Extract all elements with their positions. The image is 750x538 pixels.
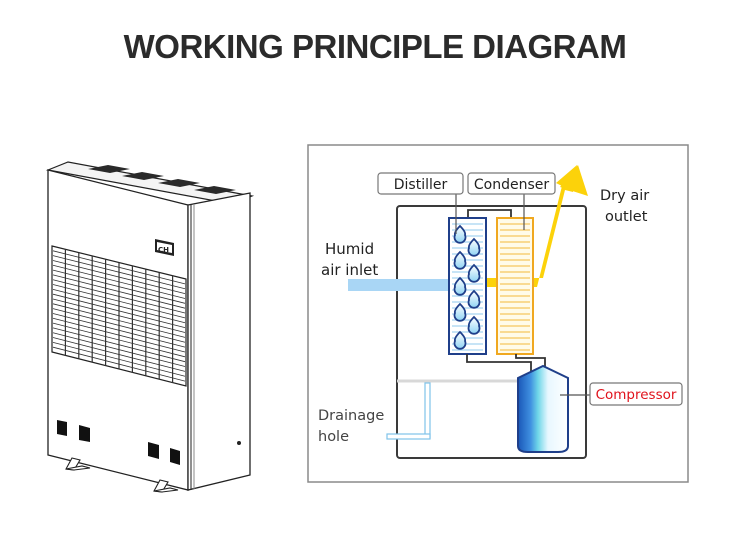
- water-drop-icon: [467, 263, 481, 283]
- condenser-label-box: [467, 172, 556, 195]
- water-drop-icon: [467, 315, 481, 335]
- distiller-coil: [448, 217, 487, 355]
- compressor-label: Compressor: [596, 387, 677, 403]
- humid-air-label-line1: Humid: [325, 240, 374, 258]
- page-title: WORKING PRINCIPLE DIAGRAM: [123, 28, 627, 65]
- grille-slats: [52, 249, 186, 383]
- principle-diagram: Distiller Condenser Dry air outlet Humid…: [307, 144, 689, 483]
- water-drop-icon: [453, 276, 467, 296]
- humid-air-flow: [348, 279, 450, 291]
- refrigerant-pipe: [515, 354, 546, 368]
- humid-air-label-line2: air inlet: [321, 261, 378, 279]
- machine-box: [396, 205, 587, 459]
- bottom-vents: [57, 420, 180, 465]
- distiller-label: Distiller: [394, 177, 448, 193]
- water-drop-icon: [453, 330, 467, 350]
- drainage-label-line1: Drainage: [318, 408, 384, 424]
- brand-logo: CH: [155, 239, 174, 256]
- distiller-label-box: [377, 172, 464, 195]
- dry-air-arrow: [487, 165, 588, 287]
- refrigerant-pipe: [466, 354, 532, 372]
- top-vents: [88, 165, 236, 194]
- water-drop-icon: [467, 289, 481, 309]
- dry-air-label-line2: outlet: [605, 209, 648, 225]
- unit-side-face: [187, 192, 251, 491]
- logo-text: CH: [158, 246, 169, 254]
- unit-feet: [65, 457, 179, 493]
- water-drop-icon: [453, 250, 467, 270]
- water-drop-icon: [467, 237, 481, 257]
- drainage-label-line2: hole: [318, 429, 349, 445]
- dehumidifier-unit: CH: [45, 161, 255, 493]
- indicator-dot: [237, 441, 241, 445]
- drainage-pipe: [386, 382, 431, 440]
- water-drop-icon: [453, 302, 467, 322]
- unit-top-face: [45, 161, 255, 205]
- condenser-coil: [496, 217, 534, 355]
- compressor-label-box: [589, 382, 683, 406]
- condenser-label: Condenser: [474, 177, 549, 193]
- compressor-tank: [517, 364, 569, 453]
- dry-air-label-line1: Dry air: [600, 188, 649, 204]
